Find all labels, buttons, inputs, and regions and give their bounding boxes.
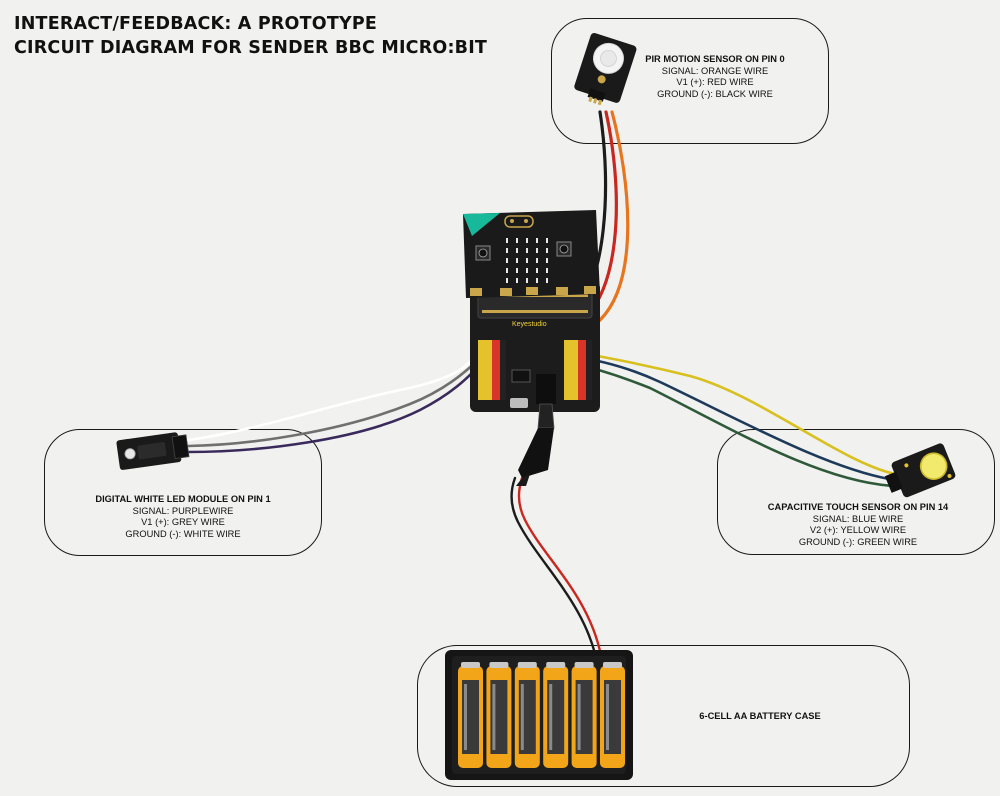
aa-battery-cell (514, 662, 540, 768)
microbit-button-b (556, 241, 572, 257)
battery-wires (510, 476, 605, 670)
led-line-power: V1 (+): GREY WIRE (141, 517, 225, 527)
led-power-wire (186, 360, 478, 448)
touch-signal-wire (568, 354, 897, 482)
aa-battery-cell (543, 662, 569, 768)
touch-label: CAPACITIVE TOUCH SENSOR ON PIN 14 SIGNAL… (740, 502, 976, 548)
yellow-header-left (478, 340, 506, 400)
touch-line-signal: SIGNAL: BLUE WIRE (812, 513, 904, 524)
pir-line-power: V1 (+): RED WIRE (676, 77, 754, 87)
touch-heading: CAPACITIVE TOUCH SENSOR ON PIN 14 (767, 502, 949, 512)
led-wires (186, 358, 482, 454)
board-brand: Keyestudio (512, 321, 547, 328)
pir-line-signal: SIGNAL: ORANGE WIRE (661, 65, 769, 76)
touch-line-power: V2 (+): YELLOW WIRE (809, 525, 907, 535)
led-callout (44, 429, 322, 556)
battery-label: 6-CELL AA BATTERY CASE (680, 711, 840, 723)
touch-wires (566, 350, 897, 488)
led-module (116, 432, 190, 470)
aa-battery-cell (486, 662, 512, 768)
aa-battery-cell (600, 662, 625, 768)
touch-sensor-module (884, 443, 956, 498)
pir-line-ground: GROUND (-): BLACK WIRE (657, 88, 773, 99)
title-line-2: CIRCUIT DIAGRAM FOR SENDER BBC MICRO:BIT (14, 38, 488, 58)
touch-callout (717, 429, 995, 555)
usb-port (510, 398, 528, 408)
pir-heading: PIR MOTION SENSOR ON PIN 0 (645, 54, 785, 64)
touch-power-wire (573, 350, 897, 476)
pir-label: PIR MOTION SENSOR ON PIN 0 SIGNAL: ORANG… (610, 54, 820, 100)
battery-positive-wire (517, 476, 605, 670)
battery-case (445, 650, 633, 780)
pir-sensor-module (574, 32, 637, 106)
led-signal-wire (186, 363, 482, 454)
expansion-board: Keyestudio (470, 282, 600, 486)
microbit-logo-accent (463, 213, 500, 236)
battery-cells (458, 662, 625, 768)
microbit-edge-pads (470, 286, 596, 296)
microbit-led-matrix (506, 238, 548, 283)
title-line-1: INTERACT/FEEDBACK: A PROTOTYPE (14, 14, 378, 34)
pir-callout (551, 18, 829, 144)
aa-battery-cell (571, 662, 597, 768)
battery-callout (417, 645, 910, 787)
dc-jack-plug (516, 374, 556, 486)
power-switch (511, 369, 531, 383)
led-label: DIGITAL WHITE LED MODULE ON PIN 1 SIGNAL… (70, 494, 296, 540)
led-heading: DIGITAL WHITE LED MODULE ON PIN 1 (95, 494, 271, 504)
touch-line-ground: GROUND (-): GREEN WIRE (798, 536, 918, 547)
led-line-signal: SIGNAL: PURPLEWIRE (132, 505, 234, 516)
battery-heading: 6-CELL AA BATTERY CASE (699, 711, 821, 721)
yellow-header-right (564, 340, 592, 400)
touch-ground-wire (566, 360, 897, 488)
led-ground-wire (186, 358, 474, 442)
led-line-ground: GROUND (-): WHITE WIRE (125, 528, 241, 539)
battery-negative-wire (510, 476, 600, 670)
aa-battery-cell (458, 662, 483, 768)
microbit-board (463, 210, 600, 298)
diagram-title: INTERACT/FEEDBACK: A PROTOTYPE CIRCUIT D… (14, 12, 487, 60)
microbit-button-a (475, 245, 491, 261)
